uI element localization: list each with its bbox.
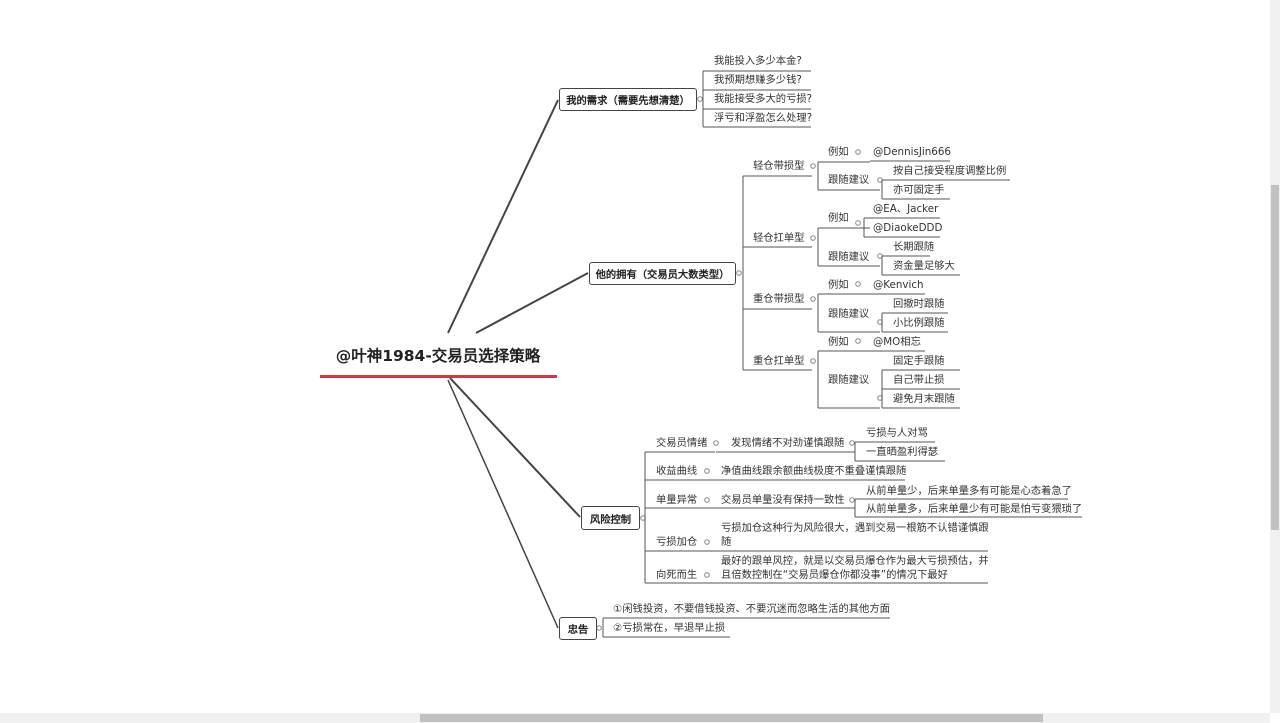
collapse-toggle-icon[interactable] bbox=[810, 296, 816, 302]
advice-item[interactable]: 按自己接受程度调整比例 bbox=[893, 165, 1007, 177]
type-label[interactable]: 轻仓带损型 bbox=[753, 160, 805, 172]
risk-label[interactable]: 收益曲线 bbox=[656, 465, 698, 477]
risk-label[interactable]: 单量异常 bbox=[656, 494, 698, 506]
advice-item[interactable]: 亦可固定手 bbox=[893, 184, 945, 196]
example-item[interactable]: @DennisJin666 bbox=[873, 146, 951, 158]
collapse-toggle-icon[interactable] bbox=[810, 163, 816, 169]
advice-item[interactable]: 长期跟随 bbox=[893, 241, 935, 253]
risk-detail[interactable]: 最好的跟单风控，就是以交易员爆仓作为最大亏损预估，并且倍数控制在“交易员爆仓你都… bbox=[721, 555, 989, 581]
risk-sub[interactable]: 一直晒盈利得瑟 bbox=[866, 446, 939, 458]
collapse-toggle-icon[interactable] bbox=[736, 270, 742, 276]
example-item[interactable]: @MO相忘 bbox=[873, 336, 921, 348]
risk-label[interactable]: 交易员情绪 bbox=[656, 437, 708, 449]
collapse-toggle-icon[interactable] bbox=[855, 149, 861, 155]
topic-advice[interactable]: 忠告 bbox=[559, 617, 597, 640]
risk-sub[interactable]: 从前单量少，后来单量多有可能是心态着急了 bbox=[866, 485, 1072, 497]
need-item[interactable]: 我能投入多少本金? bbox=[714, 55, 802, 67]
advice-label[interactable]: 跟随建议 bbox=[828, 251, 870, 263]
risk-label[interactable]: 向死而生 bbox=[656, 569, 698, 581]
topic-risk-control[interactable]: 风险控制 bbox=[581, 506, 640, 530]
risk-detail[interactable]: 发现情绪不对劲谨慎跟随 bbox=[731, 437, 845, 449]
example-label[interactable]: 例如 bbox=[828, 146, 849, 158]
type-label[interactable]: 重仓扛单型 bbox=[753, 355, 805, 367]
example-item[interactable]: @DiaokeDDD bbox=[873, 222, 943, 234]
collapse-toggle-icon[interactable] bbox=[704, 572, 710, 578]
need-item[interactable]: 我能接受多大的亏损? bbox=[714, 93, 813, 105]
advice-item[interactable]: 固定手跟随 bbox=[893, 355, 945, 367]
collapse-toggle-icon[interactable] bbox=[855, 338, 861, 344]
example-label[interactable]: 例如 bbox=[828, 336, 849, 348]
advice-label[interactable]: 跟随建议 bbox=[828, 374, 870, 386]
advice-item[interactable]: 自己带止损 bbox=[893, 374, 945, 386]
advice-list-item[interactable]: ①闲钱投资，不要借钱投资、不要沉迷而忽略生活的其他方面 bbox=[613, 603, 890, 615]
advice-item[interactable]: 避免月末跟随 bbox=[893, 393, 955, 405]
branch-line bbox=[447, 379, 559, 629]
collapse-toggle-icon[interactable] bbox=[704, 497, 710, 503]
topic-trader-types[interactable]: 他的拥有（交易员大数类型） bbox=[589, 262, 736, 285]
collapse-toggle-icon[interactable] bbox=[810, 235, 816, 241]
collapse-toggle-icon[interactable] bbox=[855, 220, 861, 226]
advice-item[interactable]: 资金量足够大 bbox=[893, 260, 955, 272]
need-item[interactable]: 浮亏和浮盈怎么处理? bbox=[714, 112, 813, 124]
collapse-toggle-icon[interactable] bbox=[704, 468, 710, 474]
collapse-toggle-icon[interactable] bbox=[697, 96, 703, 102]
collapse-toggle-icon[interactable] bbox=[704, 539, 710, 545]
risk-sub[interactable]: 亏损与人对骂 bbox=[866, 427, 928, 439]
collapse-toggle-icon[interactable] bbox=[810, 358, 816, 364]
risk-label[interactable]: 亏损加仓 bbox=[656, 536, 698, 548]
vertical-scroll-thumb[interactable] bbox=[1271, 185, 1279, 530]
topic-needs[interactable]: 我的需求（需要先想清楚） bbox=[559, 88, 697, 111]
example-label[interactable]: 例如 bbox=[828, 279, 849, 291]
vertical-scrollbar[interactable] bbox=[1270, 0, 1280, 713]
collapse-toggle-icon[interactable] bbox=[849, 497, 855, 503]
example-label[interactable]: 例如 bbox=[828, 212, 849, 224]
advice-item[interactable]: 小比例跟随 bbox=[893, 317, 945, 329]
horizontal-scroll-thumb[interactable] bbox=[420, 714, 1043, 722]
advice-item[interactable]: 回撤时跟随 bbox=[893, 298, 945, 310]
collapse-toggle-icon[interactable] bbox=[596, 625, 602, 631]
advice-label[interactable]: 跟随建议 bbox=[828, 174, 870, 186]
type-label[interactable]: 重仓带损型 bbox=[753, 293, 805, 305]
risk-detail[interactable]: 亏损加仓这种行为风险很大，遇到交易一根筋不认错谨慎跟随 bbox=[721, 522, 989, 548]
branch-line bbox=[447, 99, 559, 334]
advice-list-item[interactable]: ②亏损常在，早退早止损 bbox=[613, 622, 726, 634]
root-underline bbox=[320, 375, 557, 378]
collapse-toggle-icon[interactable] bbox=[849, 440, 855, 446]
risk-detail[interactable]: 净值曲线跟余额曲线极度不重叠谨慎跟随 bbox=[721, 465, 907, 477]
type-label[interactable]: 轻仓扛单型 bbox=[753, 232, 805, 244]
advice-label[interactable]: 跟随建议 bbox=[828, 308, 870, 320]
branch-line bbox=[475, 272, 589, 334]
risk-detail[interactable]: 交易员单量没有保持一致性 bbox=[721, 494, 845, 506]
root-topic[interactable]: @叶神1984-交易员选择策略 bbox=[335, 347, 541, 365]
collapse-toggle-icon[interactable] bbox=[855, 281, 861, 287]
collapse-toggle-icon[interactable] bbox=[713, 440, 719, 446]
risk-sub[interactable]: 从前单量多，后来单量少有可能是怕亏变猥琐了 bbox=[866, 503, 1083, 515]
example-item[interactable]: @Kenvich bbox=[873, 279, 924, 291]
example-item[interactable]: @EA、Jacker bbox=[873, 203, 939, 215]
horizontal-scrollbar[interactable] bbox=[0, 713, 1270, 723]
branch-line bbox=[449, 377, 581, 518]
need-item[interactable]: 我预期想赚多少钱? bbox=[714, 74, 802, 86]
